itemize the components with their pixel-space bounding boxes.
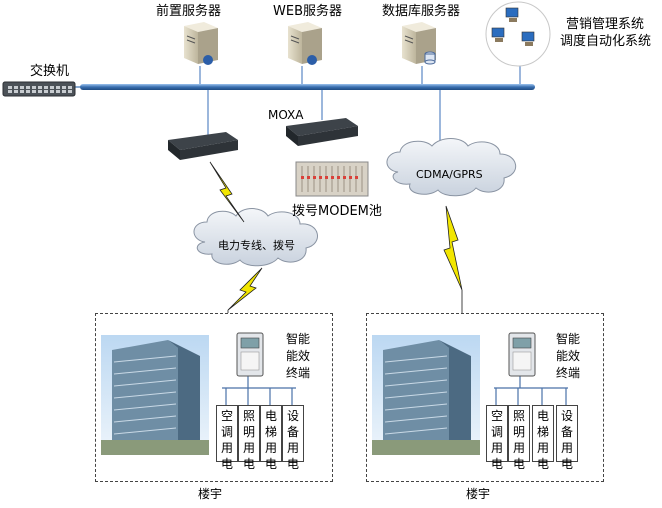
building-label-1: 楼宇 [198, 487, 223, 501]
building-group-2 [366, 313, 604, 482]
cloud-power-label: 电力专线、拨号 [218, 239, 295, 252]
dispatch-system-label: 调度自动化系统 [560, 34, 652, 49]
moxa-device [286, 118, 358, 146]
circuit-equipment-2: 设备用电 [556, 405, 578, 471]
terminal-line-2: 能效 [286, 349, 311, 363]
smart-terminal-label-2: 智能 能效 终端 [556, 331, 580, 382]
modem-pool-label: 拨号MODEM池 [292, 204, 382, 219]
web-server-label: WEB服务器 [273, 4, 342, 19]
database-server-label: 数据库服务器 [382, 4, 461, 19]
switch-device [2, 81, 76, 97]
terminal-line-3: 终端 [286, 366, 311, 380]
circuit-elevator-1: 电梯用电 [260, 405, 282, 471]
circuit-elevator-2: 电梯用电 [532, 405, 554, 471]
front-server-label: 前置服务器 [156, 4, 222, 19]
gateway-device-left [168, 132, 238, 160]
marketing-system-label: 营销管理系统 [566, 17, 645, 32]
modem-pool-device [295, 161, 369, 197]
cloud-cdma-label: CDMA/GPRS [416, 168, 483, 181]
terminal-line-1: 智能 [556, 332, 581, 346]
circuit-ac-2: 空调用电 [486, 405, 508, 471]
meter-device-2 [508, 332, 536, 377]
cloud-power [193, 208, 318, 267]
circuit-lighting-2: 照明用电 [508, 405, 530, 471]
moxa-label: MOXA [268, 108, 304, 122]
meter-device-1 [236, 332, 264, 377]
terminal-line-3: 终端 [556, 366, 581, 380]
cloud-cdma [386, 138, 516, 197]
network-bus [80, 84, 535, 90]
web-server-icon [288, 22, 322, 65]
terminal-line-1: 智能 [286, 332, 311, 346]
circuit-ac-1: 空调用电 [216, 405, 238, 471]
building-photo-2 [372, 335, 480, 455]
circuit-lighting-1: 照明用电 [238, 405, 260, 471]
building-photo-1 [101, 335, 209, 455]
building-group-1 [95, 313, 333, 482]
switch-label: 交换机 [30, 64, 70, 79]
smart-terminal-label-1: 智能 能效 终端 [286, 331, 310, 382]
building-label-2: 楼宇 [466, 487, 491, 501]
terminal-wiring-1 [222, 376, 296, 405]
database-server-icon [402, 22, 436, 65]
terminal-wiring-2 [494, 376, 568, 405]
terminal-line-2: 能效 [556, 349, 581, 363]
front-server-icon [184, 22, 218, 65]
circuit-equipment-1: 设备用电 [282, 405, 304, 471]
cloud-connectors [227, 290, 463, 313]
workstation-cluster-icon [485, 1, 551, 67]
